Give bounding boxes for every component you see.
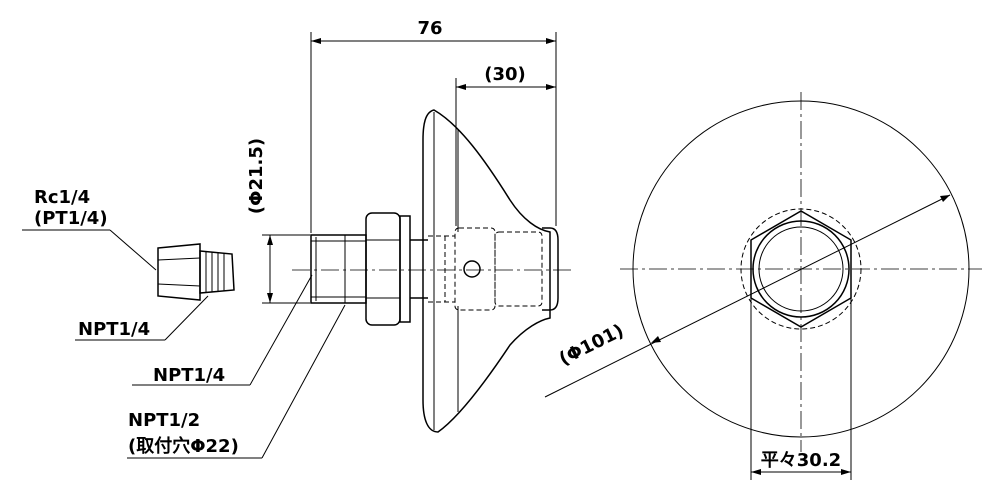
dimension-pipe-diameter: [262, 234, 310, 304]
fitting-side-view: [292, 109, 575, 433]
fitting-front-view: [620, 92, 982, 452]
leader-mount-thread: [127, 304, 346, 459]
adapter-male-label: NPT1/4: [78, 319, 150, 340]
mount-thread-label-line2: (取付穴Φ22): [128, 435, 239, 457]
dimension-hex-flats: [750, 298, 852, 480]
flange-diameter-label: (Φ101): [556, 320, 627, 370]
body-male-label: NPT1/4: [153, 365, 225, 386]
hex-flats-label: 平々30.2: [761, 450, 841, 471]
adapter-fitting: [157, 243, 235, 301]
leader-body-male: [132, 274, 313, 386]
leader-adapter-male: [75, 295, 209, 341]
pipe-diameter-label: (Φ21.5): [246, 138, 267, 214]
dimension-body-length: [455, 78, 556, 226]
overall-length-label: 76: [417, 18, 442, 39]
adapter-female-label-line1: Rc1/4: [34, 187, 90, 208]
adapter-female-label-line2: (PT1/4): [34, 208, 108, 229]
mount-thread-label-line1: NPT1/2: [128, 410, 200, 431]
dimension-overall-length: [310, 32, 557, 233]
body-length-label: (30): [484, 64, 526, 85]
leader-adapter-female: [22, 229, 157, 271]
dimension-flange-diameter: [544, 194, 951, 398]
